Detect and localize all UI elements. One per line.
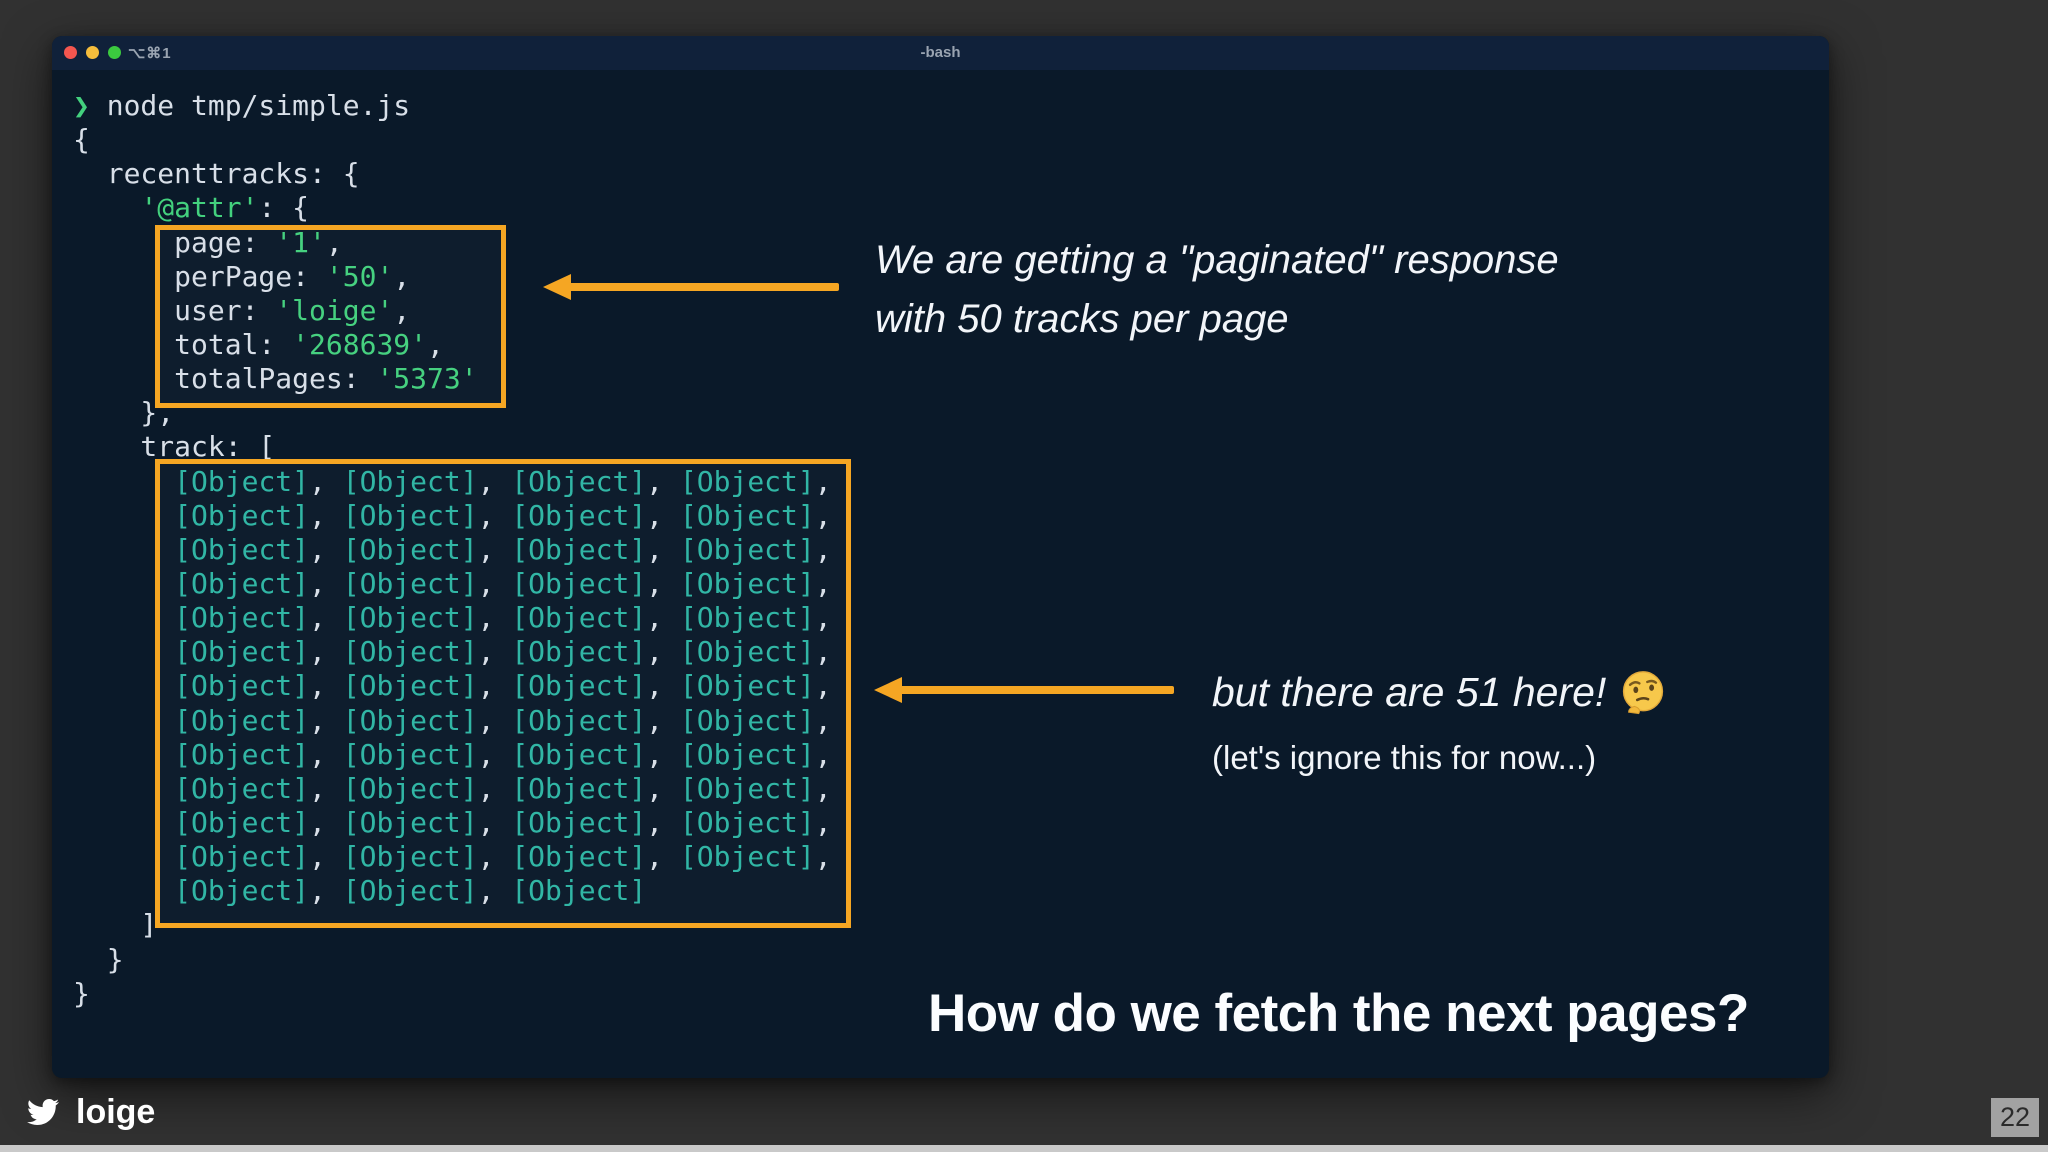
bottom-strip [0, 1145, 2048, 1152]
terminal-titlebar: ⌥⌘1 -bash [52, 36, 1829, 70]
minimize-button[interactable] [86, 46, 99, 59]
terminal-output: ❯ node tmp/simple.js{ recenttracks: { '@… [73, 89, 832, 1010]
arrow-to-attr-box [543, 274, 839, 300]
window-controls [64, 46, 121, 59]
footer-handle-text: loige [76, 1092, 156, 1131]
annotation-ignore: (let's ignore this for now...) [1212, 739, 1597, 776]
page-number-badge: 22 [1991, 1098, 2039, 1137]
footer-handle[interactable]: loige [24, 1090, 155, 1134]
window-title: -bash [920, 44, 961, 61]
zoom-button[interactable] [108, 46, 121, 59]
annotation-paginated-line2: with 50 tracks per page [875, 297, 1289, 341]
attr-highlight-box [155, 225, 506, 408]
close-button[interactable] [64, 46, 77, 59]
annotation-fifty-one: but there are 51 here! [1212, 665, 1666, 719]
annotation-fifty-one-text: but there are 51 here! [1212, 669, 1607, 715]
slide-question: How do we fetch the next pages? [928, 984, 1749, 1043]
thinking-face-emoji [1623, 671, 1664, 715]
tab-shortcut-label: ⌥⌘1 [128, 45, 172, 62]
annotation-paginated: We are getting a "paginated" response wi… [875, 231, 1559, 349]
twitter-icon [27, 1099, 59, 1125]
track-highlight-box [155, 459, 851, 928]
annotation-paginated-line1: We are getting a "paginated" response [875, 238, 1559, 282]
terminal-window: ⌥⌘1 -bash ❯ node tmp/simple.js{ recenttr… [52, 36, 1829, 1078]
arrow-to-track-box [874, 677, 1174, 703]
